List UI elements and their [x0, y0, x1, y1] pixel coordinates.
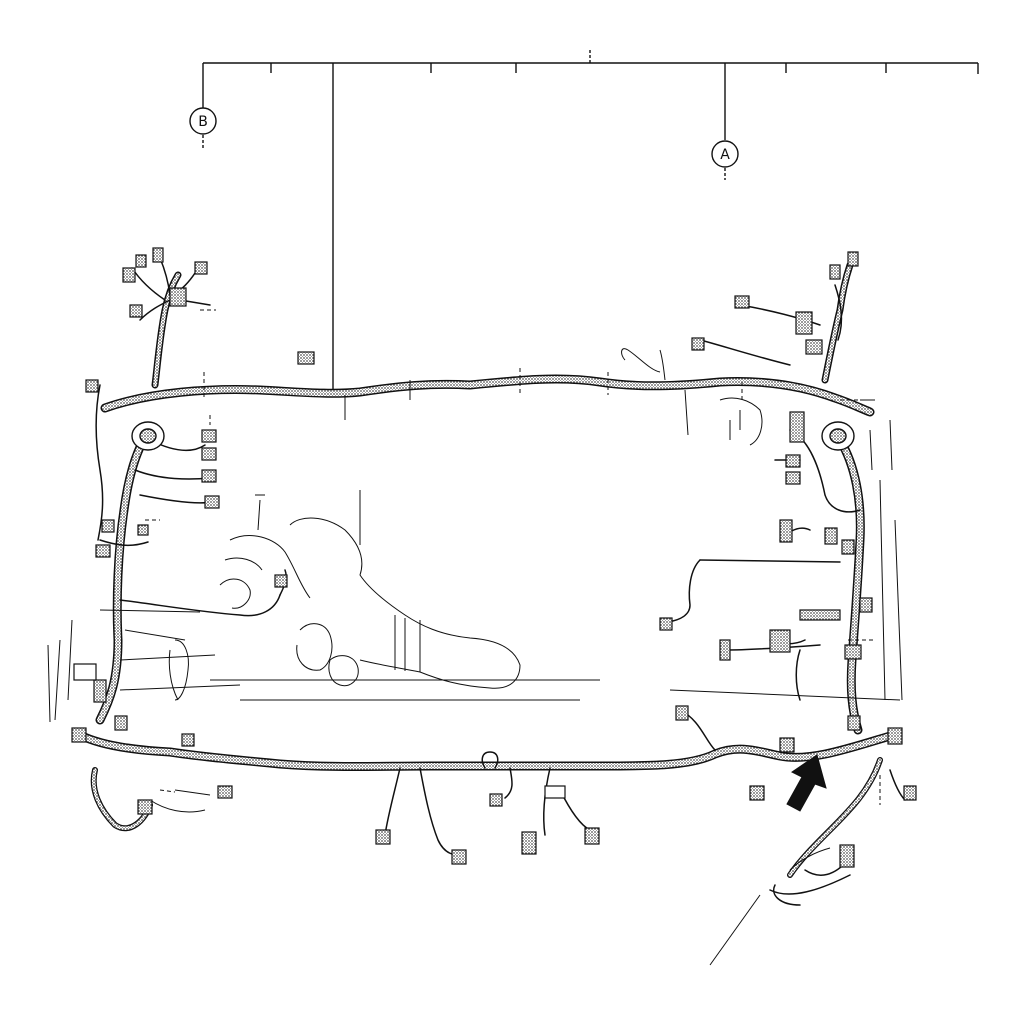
connector	[152, 247, 164, 263]
leader-bracket	[202, 50, 979, 392]
connector	[734, 295, 750, 309]
connector	[839, 844, 855, 868]
connector	[719, 639, 731, 661]
connector	[135, 254, 147, 268]
engine-outline	[47, 348, 903, 966]
connector	[169, 287, 187, 307]
connector	[137, 524, 149, 536]
connector	[779, 737, 795, 753]
connector	[204, 495, 220, 509]
connector	[489, 793, 503, 807]
connector	[129, 304, 143, 318]
connector	[217, 785, 233, 799]
harness-bundles	[75, 261, 895, 878]
connector	[201, 429, 217, 443]
left-trunk	[95, 425, 155, 725]
connector	[544, 785, 566, 799]
connector	[201, 469, 217, 483]
connector	[93, 679, 107, 703]
connector	[114, 715, 128, 731]
connector	[903, 785, 917, 801]
connector	[137, 799, 153, 815]
connector	[451, 849, 467, 865]
connector	[584, 827, 600, 845]
connector	[769, 629, 791, 653]
connector	[841, 539, 855, 555]
connector	[101, 519, 115, 533]
view-arrow	[786, 754, 827, 812]
clamp-markers	[145, 309, 881, 805]
callout-a-label: A	[720, 147, 730, 163]
connector	[73, 663, 97, 681]
connector	[844, 644, 862, 660]
connector	[785, 471, 801, 485]
connector	[181, 733, 195, 747]
connector	[785, 454, 801, 468]
wire-branches	[95, 257, 906, 906]
connector	[274, 574, 288, 588]
connector	[675, 705, 689, 721]
grommets	[131, 421, 855, 451]
connector	[859, 597, 873, 613]
connector	[521, 831, 537, 855]
connector	[829, 264, 841, 280]
connector	[799, 609, 841, 621]
connector	[789, 411, 805, 443]
connector	[95, 544, 111, 558]
connector	[297, 351, 315, 365]
connector	[375, 829, 391, 845]
callout-b-label: B	[198, 114, 208, 130]
connector	[887, 727, 903, 745]
callout-a: A	[711, 140, 739, 168]
connector	[847, 715, 861, 731]
connector	[691, 337, 705, 351]
connector	[659, 617, 673, 631]
connector	[779, 519, 793, 543]
connector	[122, 267, 136, 283]
connectors	[71, 247, 917, 868]
connector	[85, 379, 99, 393]
callout-b: B	[189, 107, 217, 135]
connector	[201, 447, 217, 461]
connector	[824, 527, 838, 545]
arrow-icon	[786, 754, 827, 812]
connector	[847, 251, 859, 267]
connector	[805, 339, 823, 355]
connector	[71, 727, 87, 743]
connector	[795, 311, 813, 335]
connector	[749, 785, 765, 801]
connector	[194, 261, 208, 275]
